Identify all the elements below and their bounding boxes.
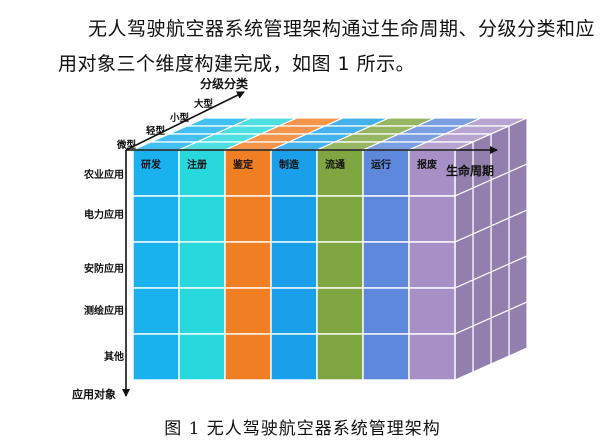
- application-label-0: 农业应用: [83, 168, 124, 181]
- side-cell: [508, 209, 528, 265]
- front-cell: [224, 333, 272, 381]
- axis-title-lifecycle: 生命周期: [446, 163, 494, 178]
- side-cell: [508, 117, 528, 173]
- side-cell: [454, 279, 474, 335]
- front-cell: [362, 333, 410, 381]
- stage-label-4: 流通: [325, 158, 345, 171]
- front-cell: [316, 287, 364, 335]
- front-cell: [178, 287, 226, 335]
- figure-caption: 图 1 无人驾驶航空器系统管理架构: [164, 419, 441, 439]
- application-label-1: 电力应用: [84, 208, 124, 221]
- side-cell: [490, 217, 510, 273]
- paragraph-line-2: 用对象三个维度构建完成，如图 1 所示。: [58, 53, 416, 75]
- side-cell: [472, 317, 492, 373]
- classification-label-3: 大型: [194, 98, 214, 110]
- side-cell: [454, 233, 474, 289]
- front-cell: [362, 149, 410, 197]
- front-cell: [316, 333, 364, 381]
- side-cell: [472, 179, 492, 235]
- front-cell: [224, 195, 272, 243]
- front-cell: [178, 241, 226, 289]
- front-cell: [270, 287, 318, 335]
- side-cell: [508, 163, 528, 219]
- front-cell: [408, 333, 456, 381]
- application-label-4: 其他: [104, 350, 124, 363]
- side-cell: [454, 187, 474, 243]
- side-cell: [490, 309, 510, 365]
- front-cell: [224, 241, 272, 289]
- front-cell: [224, 149, 272, 197]
- stage-label-0: 研发: [141, 158, 162, 171]
- stage-label-3: 制造: [279, 158, 300, 171]
- classification-label-0: 微型: [116, 139, 137, 151]
- front-cell: [362, 241, 410, 289]
- side-cell: [472, 225, 492, 281]
- side-cell: [490, 263, 510, 319]
- front-cell: [316, 149, 364, 197]
- axis-title-objects: 应用对象: [72, 387, 116, 401]
- side-cell: [508, 255, 528, 311]
- front-cell: [178, 333, 226, 381]
- stage-label-5: 运行: [371, 158, 391, 171]
- front-cell: [362, 287, 410, 335]
- application-label-3: 测绘应用: [84, 304, 124, 317]
- front-cell: [408, 195, 456, 243]
- front-cell: [270, 333, 318, 381]
- front-cell: [132, 333, 180, 381]
- front-cell: [132, 287, 180, 335]
- front-cell: [132, 149, 180, 197]
- front-cell: [270, 149, 318, 197]
- front-cell: [132, 195, 180, 243]
- front-cell: [178, 195, 226, 243]
- paragraph-line-1: 无人驾驶航空器系统管理架构通过生命周期、分级分类和应: [88, 18, 596, 40]
- front-cell: [316, 195, 364, 243]
- classification-label-1: 轻型: [146, 125, 166, 137]
- front-cell: [408, 287, 456, 335]
- front-cell: [178, 149, 226, 197]
- side-cell: [472, 133, 492, 189]
- classification-label-2: 小型: [169, 112, 190, 124]
- front-cell: [316, 241, 364, 289]
- front-cell: [132, 241, 180, 289]
- front-cell: [224, 287, 272, 335]
- side-cell: [454, 325, 474, 381]
- side-cell: [490, 171, 510, 227]
- front-cell: [408, 241, 456, 289]
- side-cell: [472, 271, 492, 327]
- front-cell: [362, 195, 410, 243]
- side-cell: [508, 301, 528, 357]
- front-cell: [270, 195, 318, 243]
- stage-label-2: 鉴定: [232, 158, 253, 171]
- stage-label-1: 注册: [187, 158, 207, 171]
- front-cell: [270, 241, 318, 289]
- axis-title-classification: 分级分类: [200, 76, 249, 91]
- application-label-2: 安防应用: [84, 262, 124, 275]
- classification-axis: [125, 91, 245, 151]
- stage-label-6: 报废: [417, 158, 437, 171]
- body-paragraph: 无人驾驶航空器系统管理架构通过生命周期、分级分类和应 用对象三个维度构建完成，如…: [0, 0, 605, 90]
